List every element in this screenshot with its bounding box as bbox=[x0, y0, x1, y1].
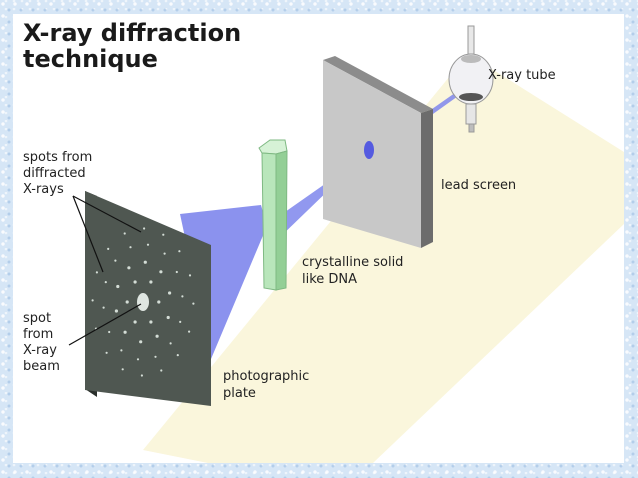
lead-screen-shape bbox=[323, 56, 433, 248]
diffraction-spot bbox=[133, 280, 137, 284]
diffraction-spot bbox=[160, 369, 163, 372]
diffraction-spot bbox=[188, 330, 191, 333]
diffraction-spot bbox=[146, 243, 150, 246]
page-title-line-2: technique bbox=[23, 45, 158, 73]
diffraction-spot bbox=[139, 340, 143, 344]
diffraction-spot bbox=[102, 306, 105, 309]
label-lead-screen: lead screen bbox=[441, 178, 517, 193]
label-spot-beam-line3: X-ray bbox=[23, 343, 57, 358]
diffraction-spots bbox=[91, 227, 195, 377]
label-crystalline-line2: like DNA bbox=[302, 272, 358, 287]
pointer-to-spot-lower bbox=[72, 195, 104, 273]
diffraction-spot bbox=[91, 299, 94, 302]
diffraction-spot bbox=[127, 266, 131, 270]
diffraction-spot bbox=[133, 320, 137, 324]
diffraction-spot bbox=[169, 342, 172, 345]
label-spot-beam-line2: from bbox=[23, 327, 54, 342]
diffraction-spot bbox=[149, 280, 153, 284]
photographic-plate bbox=[85, 191, 211, 406]
diffraction-spot bbox=[123, 232, 126, 235]
diffraction-spot bbox=[95, 271, 98, 274]
diffraction-spot bbox=[121, 368, 124, 371]
diffraction-spot bbox=[163, 252, 166, 255]
diffraction-spot bbox=[107, 247, 110, 250]
label-spots-line2: diffracted bbox=[23, 166, 86, 181]
diffraction-spot bbox=[168, 291, 172, 295]
diffraction-spot bbox=[149, 320, 153, 324]
diffraction-spot bbox=[157, 300, 161, 304]
diffraction-spot bbox=[179, 320, 182, 323]
label-photographic-line1: photographic bbox=[223, 369, 310, 384]
pointer-to-central-spot bbox=[68, 303, 142, 346]
label-xray-tube: X-ray tube bbox=[488, 68, 556, 83]
diffraction-spot bbox=[125, 300, 129, 304]
label-spots-line3: X-rays bbox=[23, 182, 64, 197]
diffraction-spot bbox=[123, 330, 127, 334]
diffraction-spot bbox=[105, 351, 108, 354]
xray-diffraction-diagram bbox=[68, 25, 624, 463]
diffraction-spot bbox=[143, 227, 146, 230]
diffraction-spot bbox=[114, 309, 118, 313]
diffraction-spot bbox=[140, 374, 143, 377]
central-beam-spot bbox=[137, 293, 149, 311]
page-title-line-1: X-ray diffraction bbox=[23, 19, 242, 47]
floor bbox=[143, 54, 624, 463]
label-crystalline-line1: crystalline solid bbox=[302, 255, 404, 270]
pointer-to-spot-upper bbox=[72, 195, 142, 233]
diffraction-spot bbox=[159, 270, 163, 274]
diffraction-spot bbox=[155, 334, 159, 338]
label-spot-beam-line1: spot bbox=[23, 311, 52, 326]
diffraction-spot bbox=[162, 233, 165, 236]
lead-screen-aperture bbox=[364, 141, 374, 159]
diffraction-spot bbox=[104, 281, 107, 284]
diffraction-spot bbox=[116, 284, 120, 289]
label-photographic-line2: plate bbox=[223, 386, 256, 401]
diffraction-spot bbox=[143, 260, 147, 264]
diffraction-spot bbox=[154, 355, 157, 358]
label-spot-beam-line4: beam bbox=[23, 359, 60, 374]
diffraction-spot bbox=[108, 330, 111, 334]
diffraction-spot bbox=[136, 358, 140, 361]
diffraction-spot bbox=[175, 270, 178, 274]
diffraction-spot bbox=[114, 259, 117, 262]
diffraction-spot bbox=[120, 349, 123, 352]
diffraction-spot bbox=[181, 295, 184, 298]
slide: X-ray diffraction technique X-ray tube l… bbox=[13, 14, 624, 463]
label-spots-line1: spots from bbox=[23, 150, 93, 165]
diffraction-spot bbox=[176, 354, 179, 357]
diffraction-spot bbox=[129, 246, 132, 249]
crystalline-solid bbox=[258, 139, 288, 291]
diffraction-spot bbox=[192, 302, 195, 305]
diffraction-spot bbox=[188, 274, 192, 277]
xray-tube-shape bbox=[448, 25, 494, 133]
diffraction-spot bbox=[166, 315, 170, 320]
diffraction-spot bbox=[178, 250, 181, 253]
